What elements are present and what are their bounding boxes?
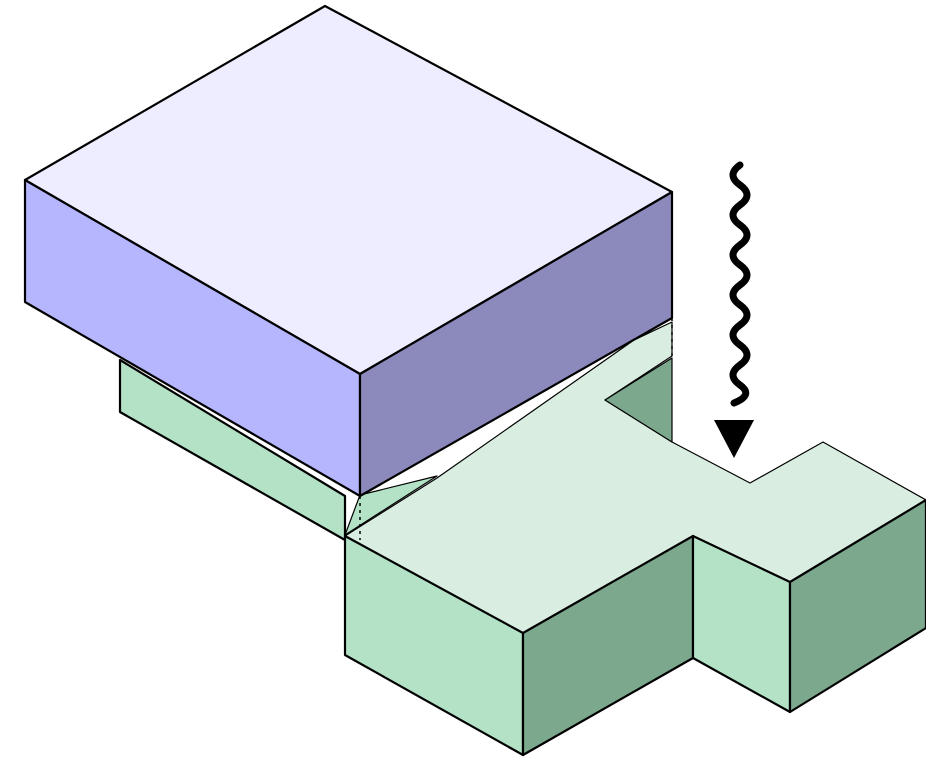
green-block-wing-right-face [788, 498, 926, 714]
projection-lines [359, 318, 673, 540]
purple-slab [23, 4, 674, 498]
wavy-arrow-shaft [729, 161, 751, 407]
wavy-arrow-head [714, 420, 754, 458]
green-block-notch-face [604, 357, 673, 443]
green-block-top-back [344, 475, 438, 536]
wavy-down-arrow-icon [714, 161, 754, 458]
